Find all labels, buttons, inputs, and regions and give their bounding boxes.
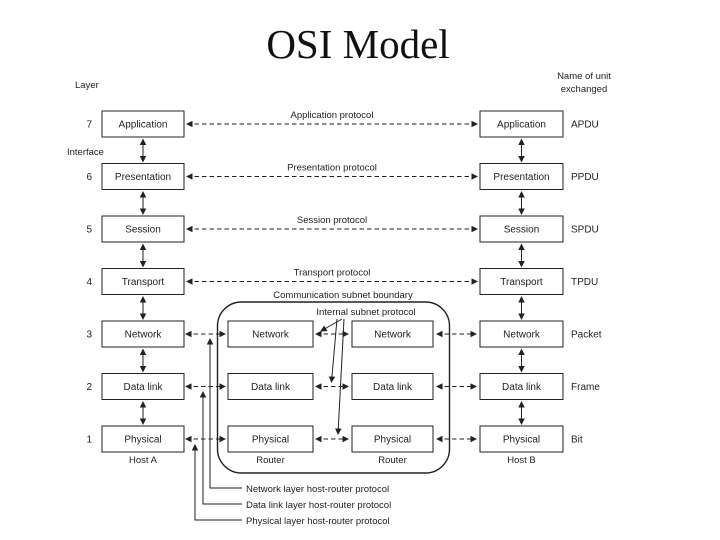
router1-footer: Router bbox=[256, 455, 285, 466]
hosta-application-box bbox=[101, 110, 185, 138]
layer-number-6: 6 bbox=[86, 172, 92, 183]
hosta-network-label: Network bbox=[125, 330, 163, 341]
layer-number-5: 5 bbox=[86, 225, 92, 236]
unit-ppdu: PPDU bbox=[571, 172, 599, 183]
hosta-physical-box bbox=[101, 425, 185, 453]
hostb-presentation-box bbox=[479, 163, 564, 190]
unit-tpdu: TPDU bbox=[571, 277, 598, 288]
unit-header-line2: exchanged bbox=[561, 84, 607, 95]
hosta-transport-box bbox=[101, 268, 185, 295]
internal-subnet-protocol-label: Internal subnet protocol bbox=[316, 307, 415, 318]
layer-number-4: 4 bbox=[86, 277, 92, 288]
unit-apdu: APDU bbox=[571, 120, 599, 131]
router1-physical-label: Physical bbox=[252, 435, 289, 446]
hosta-datalink-box bbox=[101, 373, 185, 400]
router1-network-label: Network bbox=[252, 330, 290, 341]
hostb-transport-box bbox=[479, 268, 564, 295]
presentation-protocol-label: Presentation protocol bbox=[287, 163, 377, 174]
hostb-presentation-label: Presentation bbox=[493, 172, 549, 183]
layer-number-1: 1 bbox=[86, 435, 92, 446]
unit-bit: Bit bbox=[571, 435, 583, 446]
hostb-network-label: Network bbox=[503, 330, 541, 341]
router2-footer: Router bbox=[378, 455, 407, 466]
internal-subnet-pointer-physical bbox=[335, 318, 345, 435]
hostb-session-label: Session bbox=[504, 225, 540, 236]
unit-packet: Packet bbox=[571, 330, 602, 341]
network-callout-label: Network layer host-router protocol bbox=[246, 484, 389, 495]
router1-physical-box bbox=[227, 425, 314, 453]
session-protocol-label: Session protocol bbox=[297, 215, 367, 226]
hosta-footer: Host A bbox=[129, 455, 158, 466]
unit-header-line1: Name of unit bbox=[557, 71, 611, 82]
layer-column-header: Layer bbox=[75, 80, 99, 91]
hostb-physical-label: Physical bbox=[503, 435, 540, 446]
router2-datalink-box bbox=[351, 373, 434, 400]
internal-subnet-pointer-network bbox=[320, 318, 343, 332]
hosta-physical-label: Physical bbox=[124, 435, 161, 446]
unit-frame: Frame bbox=[571, 382, 600, 393]
hostb-transport-label: Transport bbox=[500, 277, 543, 288]
unit-spdu: SPDU bbox=[571, 225, 599, 236]
router2-physical-box bbox=[351, 425, 434, 453]
transport-protocol-label: Transport protocol bbox=[294, 268, 371, 279]
hosta-presentation-label: Presentation bbox=[115, 172, 171, 183]
subnet-boundary-label: Communication subnet boundary bbox=[273, 290, 413, 301]
router2-network-label: Network bbox=[374, 330, 412, 341]
application-protocol-label: Application protocol bbox=[291, 110, 374, 121]
hosta-session-label: Session bbox=[125, 225, 161, 236]
hostb-physical-box bbox=[479, 425, 564, 453]
layer-number-7: 7 bbox=[86, 120, 92, 131]
router2-datalink-label: Data link bbox=[373, 382, 413, 393]
physical-callout-line bbox=[191, 444, 242, 521]
router1-datalink-box bbox=[227, 373, 314, 400]
interface-label: Interface bbox=[67, 147, 104, 158]
internal-subnet-pointer-datalink bbox=[328, 318, 338, 383]
hosta-presentation-box bbox=[101, 163, 185, 190]
layer-number-3: 3 bbox=[86, 330, 92, 341]
router2-network-box bbox=[351, 320, 434, 348]
router2-physical-label: Physical bbox=[374, 435, 411, 446]
layer-number-2: 2 bbox=[86, 382, 92, 393]
hosta-application-label: Application bbox=[119, 120, 168, 131]
physical-callout-label: Physical layer host-router protocol bbox=[246, 516, 390, 527]
hostb-application-label: Application bbox=[497, 120, 546, 131]
hostb-application-box bbox=[479, 110, 564, 138]
hosta-datalink-label: Data link bbox=[124, 382, 164, 393]
hostb-session-box bbox=[479, 215, 564, 243]
hostb-footer: Host B bbox=[507, 455, 536, 466]
hostb-network-box bbox=[479, 320, 564, 348]
hosta-transport-label: Transport bbox=[122, 277, 165, 288]
router1-datalink-label: Data link bbox=[251, 382, 291, 393]
page-title: OSI Model bbox=[266, 21, 449, 67]
datalink-callout-label: Data link layer host-router protocol bbox=[246, 500, 391, 511]
network-callout-line bbox=[206, 338, 242, 489]
hostb-datalink-label: Data link bbox=[502, 382, 542, 393]
hostb-datalink-box bbox=[479, 373, 564, 400]
hosta-session-box bbox=[101, 215, 185, 243]
hosta-network-box bbox=[101, 320, 185, 348]
router1-network-box bbox=[227, 320, 314, 348]
datalink-callout-line bbox=[199, 391, 242, 505]
